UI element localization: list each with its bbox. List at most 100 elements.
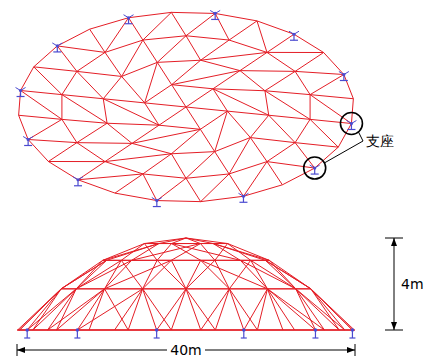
dome-member [143,36,186,40]
dome-member [48,161,105,162]
dome-member [244,289,268,330]
support-symbol [211,19,219,20]
dome-member [122,40,143,76]
dome-member [77,289,104,330]
dome-member [48,143,76,162]
dome-member [215,289,229,330]
dome-member [157,62,171,84]
dome-member [172,85,213,89]
dome-member [57,46,105,52]
dome-member [310,95,353,99]
dome-member [324,53,344,75]
dome-member [157,244,171,261]
dome-member [77,71,122,76]
support-node [314,328,318,332]
dome-member [229,21,257,40]
dome-member [296,289,345,330]
dome-member [103,99,144,103]
highlight-circle [304,157,326,179]
dome-member [213,244,240,261]
dome-member [250,115,268,137]
dome-member [103,76,121,98]
dome-member [229,289,257,330]
dome-member [215,138,251,152]
dome-member [186,260,201,289]
dome-member [77,142,132,144]
dome-member [186,107,200,129]
support-symbol [74,337,80,338]
dome-member [89,289,104,330]
dome-member [296,288,311,289]
dome-member [171,12,186,35]
dome-member [186,36,229,40]
dome-member [159,125,200,129]
dome-member [186,178,201,201]
dome-member [351,99,353,124]
dome-member [103,244,159,261]
dome-member [172,244,241,261]
dome-member [201,260,230,289]
dome-member [28,139,77,142]
dome-member [294,34,324,52]
dome-member [90,18,129,29]
dome-member [77,71,103,98]
dome-member [144,238,186,244]
dome-member [143,174,186,178]
dome-member [145,62,158,103]
dome-member [265,71,295,90]
support-node [76,328,80,332]
dome-member [28,119,62,139]
dome-member [132,244,159,261]
highlight-circle [340,112,362,134]
dome-member [215,260,229,289]
dome-member [61,288,76,289]
dome-member [171,12,215,13]
dome-member [143,174,157,201]
support-symbol [239,202,247,203]
dome-member [229,289,243,330]
support-node [155,328,159,332]
dimension-line [394,238,395,330]
support-node [25,328,29,332]
dome-member [77,289,142,330]
dome-member [19,115,62,119]
dome-member [105,288,143,289]
dome-member [105,260,122,289]
dome-member [145,103,186,107]
dome-member [171,260,186,289]
dome-member [240,260,267,289]
dome-member [103,99,159,125]
dome-member [201,196,244,201]
dimension-text: 40m [167,342,204,359]
support-symbol [349,337,355,338]
dome-member [295,143,338,148]
support-node [155,199,158,202]
dome-member [76,260,121,289]
dimension-arrow [391,322,397,330]
support-node [56,44,59,47]
dome-member [240,260,265,261]
dome-member [186,152,215,179]
dome-member [157,260,186,289]
dome-member [267,52,324,53]
dome-member [129,12,172,17]
support-symbol [347,129,355,130]
dome-member [257,21,294,34]
dome-member [76,288,104,289]
dome-member [295,71,310,94]
dome-member [186,288,229,289]
dome-member [122,62,158,76]
dome-member [310,75,344,95]
dome-member [105,52,122,76]
dome-member [201,174,229,202]
dome-member [171,152,214,154]
dome-member [105,143,132,161]
dimension-arrow [347,347,355,353]
dome-member [61,95,62,120]
support-symbol [24,337,30,338]
dome-member [215,13,229,40]
dome-member [213,71,240,89]
dome-member [311,289,353,330]
support-symbol [290,40,298,41]
dome-member [240,52,267,70]
